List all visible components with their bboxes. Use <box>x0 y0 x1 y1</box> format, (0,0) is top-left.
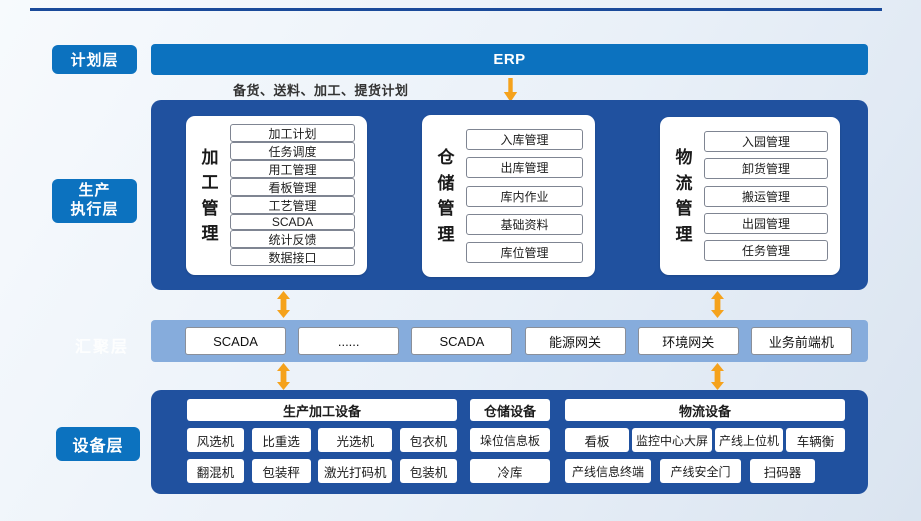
device-row: 冷库 <box>470 459 550 483</box>
item-box: 库位管理 <box>466 242 583 263</box>
item-box: 数据接口 <box>230 248 355 266</box>
item-box: 基础资料 <box>466 213 583 235</box>
device-box: 包装秤 <box>251 459 311 483</box>
device-group-header: 生产加工设备 <box>187 399 457 421</box>
device-box: 产线信息终端 <box>565 459 651 483</box>
device-layer-box: 生产加工设备 风选机 比重选 光选机 包衣机 翻混机 包装秤 激光打码机 包装机… <box>151 390 868 494</box>
card-items-logistics: 入园管理 卸货管理 搬运管理 出园管理 任务管理 <box>700 117 840 275</box>
device-box: 产线安全门 <box>660 459 741 483</box>
strip-box: 能源网关 <box>524 327 626 355</box>
strip-box: ...... <box>298 327 400 355</box>
item-box: 统计反馈 <box>230 230 355 248</box>
erp-bar: ERP <box>151 44 868 75</box>
device-box: 包装机 <box>399 459 457 483</box>
strip-box: SCADA <box>185 327 286 355</box>
device-box: 看板 <box>565 428 629 452</box>
item-box: 任务管理 <box>704 240 828 261</box>
item-box: 工艺管理 <box>230 196 355 214</box>
device-box: 激光打码机 <box>318 459 393 483</box>
layer-label-mes: 生产 执行层 <box>52 179 137 223</box>
strip-box: 业务前端机 <box>750 327 852 355</box>
aggregation-layer-strip: SCADA ...... SCADA 能源网关 环境网关 业务前端机 <box>151 320 868 362</box>
device-box: 翻混机 <box>187 459 244 483</box>
strip-box: SCADA <box>411 327 513 355</box>
plan-flow-text: 备货、送料、加工、提货计划 <box>233 83 409 98</box>
double-arrow-icon <box>277 291 290 318</box>
double-arrow-icon <box>711 291 724 318</box>
item-box: 任务调度 <box>230 142 355 160</box>
device-box: 垛位信息板 <box>470 428 550 452</box>
layer-label-aggregation: 汇聚层 <box>74 339 129 356</box>
device-box: 包衣机 <box>399 428 457 452</box>
item-box: 库内作业 <box>466 185 583 207</box>
card-items-warehouse: 入库管理 出库管理 库内作业 基础资料 库位管理 <box>462 115 595 277</box>
item-box: 看板管理 <box>230 178 355 196</box>
device-box: 比重选 <box>251 428 311 452</box>
card-processing-management: 加工管理 加工计划 任务调度 用工管理 看板管理 工艺管理 SCADA 统计反馈… <box>186 116 367 275</box>
device-group-production: 生产加工设备 风选机 比重选 光选机 包衣机 翻混机 包装秤 激光打码机 包装机 <box>187 399 457 485</box>
device-row: 垛位信息板 <box>470 428 550 452</box>
item-box: 出园管理 <box>704 212 828 234</box>
device-row: 看板 监控中心大屏 产线上位机 车辆衡 <box>565 428 845 452</box>
device-box: 光选机 <box>318 428 393 452</box>
card-items-processing: 加工计划 任务调度 用工管理 看板管理 工艺管理 SCADA 统计反馈 数据接口 <box>226 116 367 275</box>
strip-box: 环境网关 <box>637 327 739 355</box>
item-box: 卸货管理 <box>704 158 828 180</box>
device-row: 产线信息终端 产线安全门 扫码器 <box>565 459 845 483</box>
card-logistics-management: 物流管理 入园管理 卸货管理 搬运管理 出园管理 任务管理 <box>660 117 840 275</box>
item-box: 用工管理 <box>230 160 355 178</box>
card-title-logistics: 物流管理 <box>675 148 693 244</box>
item-box: 搬运管理 <box>704 185 828 207</box>
layer-label-device: 设备层 <box>56 427 140 461</box>
down-arrow-icon <box>503 78 518 102</box>
item-box: SCADA <box>230 214 355 230</box>
device-group-warehouse: 仓储设备 垛位信息板 冷库 <box>470 399 550 485</box>
item-box: 入库管理 <box>466 129 583 150</box>
double-arrow-icon <box>277 363 290 390</box>
card-title-processing: 加工管理 <box>201 147 219 244</box>
device-box: 扫码器 <box>750 459 815 483</box>
item-box: 加工计划 <box>230 124 355 142</box>
device-box: 车辆衡 <box>786 428 845 452</box>
device-box: 冷库 <box>470 459 550 483</box>
double-arrow-icon <box>711 363 724 390</box>
mes-layer-box: 加工管理 加工计划 任务调度 用工管理 看板管理 工艺管理 SCADA 统计反馈… <box>151 100 868 290</box>
device-group-header: 仓储设备 <box>470 399 550 421</box>
device-box: 产线上位机 <box>715 428 783 452</box>
device-group-header: 物流设备 <box>565 399 845 421</box>
item-box: 出库管理 <box>466 157 583 179</box>
layer-label-mes-line1: 生产 <box>78 182 111 200</box>
card-title-warehouse: 仓储管理 <box>437 148 455 244</box>
device-group-logistics: 物流设备 看板 监控中心大屏 产线上位机 车辆衡 产线信息终端 产线安全门 扫码… <box>565 399 845 485</box>
device-row: 风选机 比重选 光选机 包衣机 <box>187 428 457 452</box>
layer-label-planning: 计划层 <box>52 45 137 74</box>
card-warehouse-management: 仓储管理 入库管理 出库管理 库内作业 基础资料 库位管理 <box>422 115 595 277</box>
device-box: 风选机 <box>187 428 244 452</box>
layer-label-mes-line2: 执行层 <box>70 201 119 218</box>
device-box: 监控中心大屏 <box>632 428 712 452</box>
top-divider-line <box>30 8 882 11</box>
item-box: 入园管理 <box>704 131 828 152</box>
device-row: 翻混机 包装秤 激光打码机 包装机 <box>187 459 457 483</box>
